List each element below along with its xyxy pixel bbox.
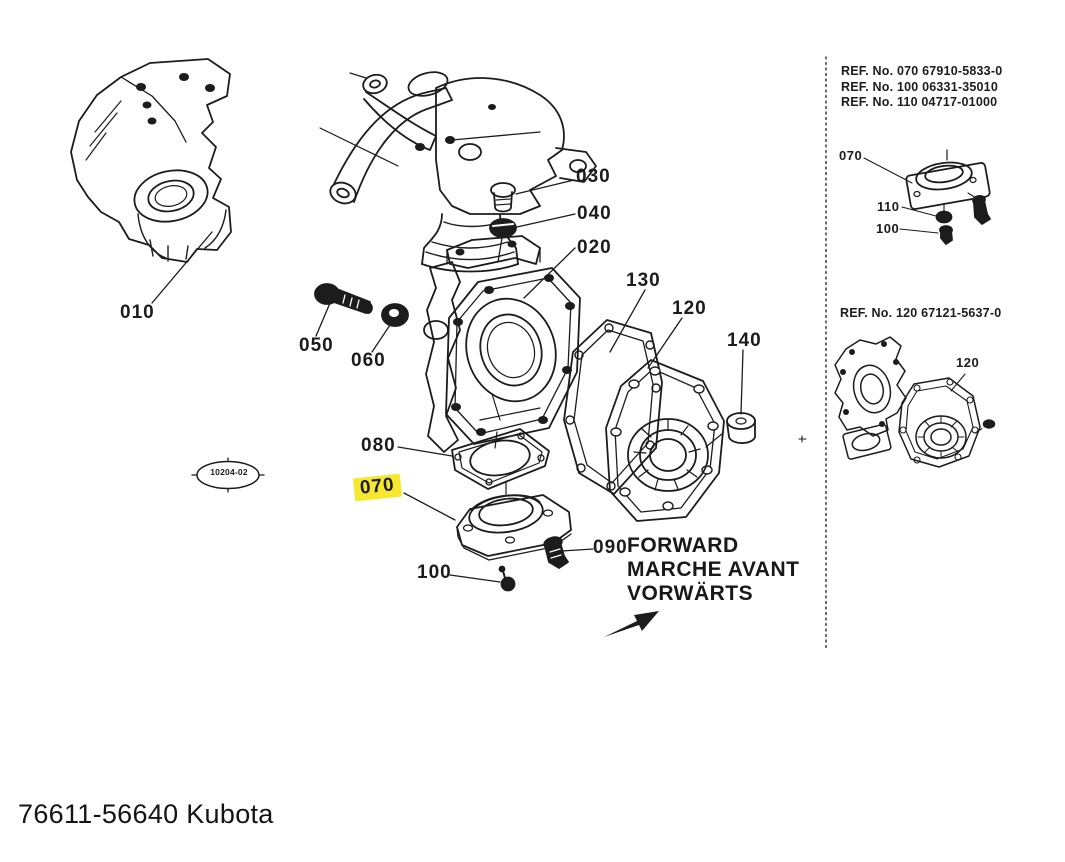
ref-line: REF. No. 110 04717-01000 [841,95,998,109]
direction-vorwarts: VORWÄRTS [627,582,754,605]
callout-130: 130 [626,270,661,291]
part-020-drawing [423,235,581,453]
stamp-text: 10204-02 [210,467,248,477]
callout-060: 060 [351,350,386,371]
leader-lines [151,179,744,583]
part-070-drawing [456,481,572,561]
part-140-drawing [726,412,756,444]
stamp-oval [191,457,265,493]
direction-marche-avant: MARCHE AVANT [627,558,800,581]
callout-080: 080 [361,435,396,456]
ref-line: REF. No. 120 67121-5637-0 [840,306,1002,320]
callout-050: 050 [299,335,334,356]
part-120-drawing [605,359,725,522]
axle-assembly-drawing [319,71,597,273]
forward-arrow [604,611,659,637]
part-090-drawing [543,536,569,569]
callout-030: 030 [576,166,611,187]
callout-090: 090 [593,537,628,558]
ref-line: REF. No. 070 67910-5833-0 [841,64,1003,78]
part-number-caption: 76611-56640 Kubota [18,799,274,829]
callout-040: 040 [577,203,612,224]
part-100-drawing [498,565,516,592]
callout-120: 120 [672,298,707,319]
callout-100: 100 [417,562,452,583]
part-060-drawing [381,303,409,327]
sidebar-bottom-diagram [834,336,996,468]
direction-forward: FORWARD [627,534,739,557]
part-030-drawing [490,182,516,213]
sidebar-callout-070: 070 [839,148,863,163]
sidebar-callout-120: 120 [956,355,980,370]
ref-line: REF. No. 100 06331-35010 [841,79,998,94]
part-050-drawing [314,283,373,314]
sidebar-top-diagram [863,149,991,245]
part-080-drawing [451,428,550,490]
part-010-drawing [70,58,232,263]
callout-020: 020 [577,237,612,258]
callout-010: 010 [120,302,155,323]
part-040-drawing [489,218,517,263]
part-130-drawing [563,319,663,495]
ref-list-top: REF. No. 070 67910-5833-0 REF. No. 100 0… [841,64,1002,111]
callout-070-highlighted: 070 [352,473,402,502]
ref-list-bottom: REF. No. 120 67121-5637-0 [840,306,1001,322]
sidebar-callout-100: 100 [876,221,900,236]
direction-label: FORWARD MARCHE AVANT VORWÄRTS [627,534,799,606]
callout-140: 140 [727,330,762,351]
sidebar-callout-110: 110 [877,199,900,214]
